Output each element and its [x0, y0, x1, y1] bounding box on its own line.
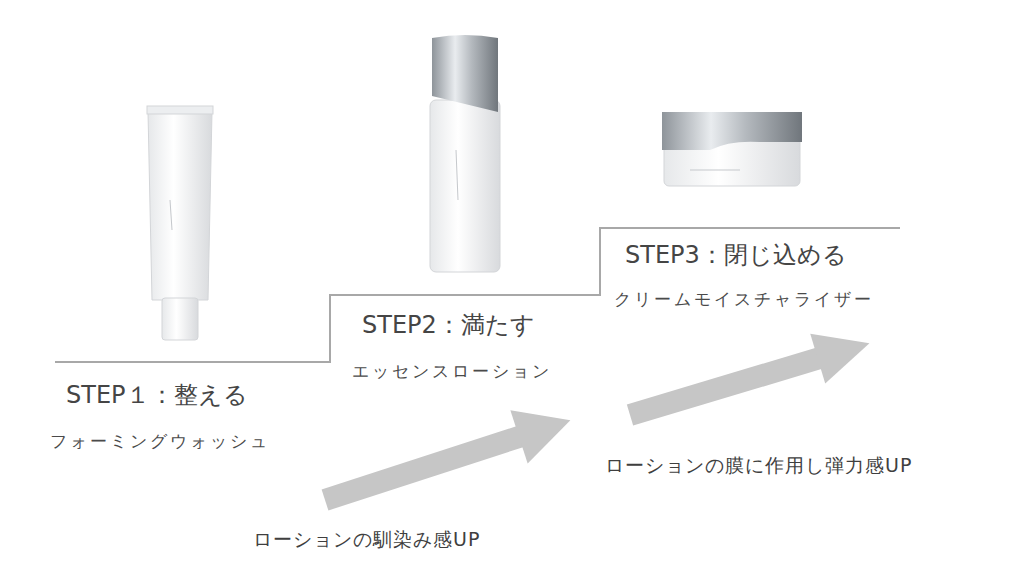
- jar-product: [662, 112, 802, 186]
- effect-note: ローションの膜に作用し弾力感UP: [605, 453, 912, 478]
- grey-arrow: [623, 318, 877, 440]
- effect-note: ローションの馴染み感UP: [253, 527, 480, 552]
- product-name: フォーミングウォッシュ: [50, 430, 270, 452]
- grey-arrow: [316, 394, 579, 527]
- step-label: STEP2：満たす: [362, 310, 535, 341]
- bottle-product: [430, 35, 500, 272]
- product-name: エッセンスローション: [352, 360, 552, 382]
- product-name: クリームモイスチャライザー: [614, 288, 874, 310]
- step-label: STEP１：整える: [66, 380, 248, 411]
- tube-product: [147, 106, 213, 340]
- step-label: STEP3：閉じ込める: [625, 240, 847, 271]
